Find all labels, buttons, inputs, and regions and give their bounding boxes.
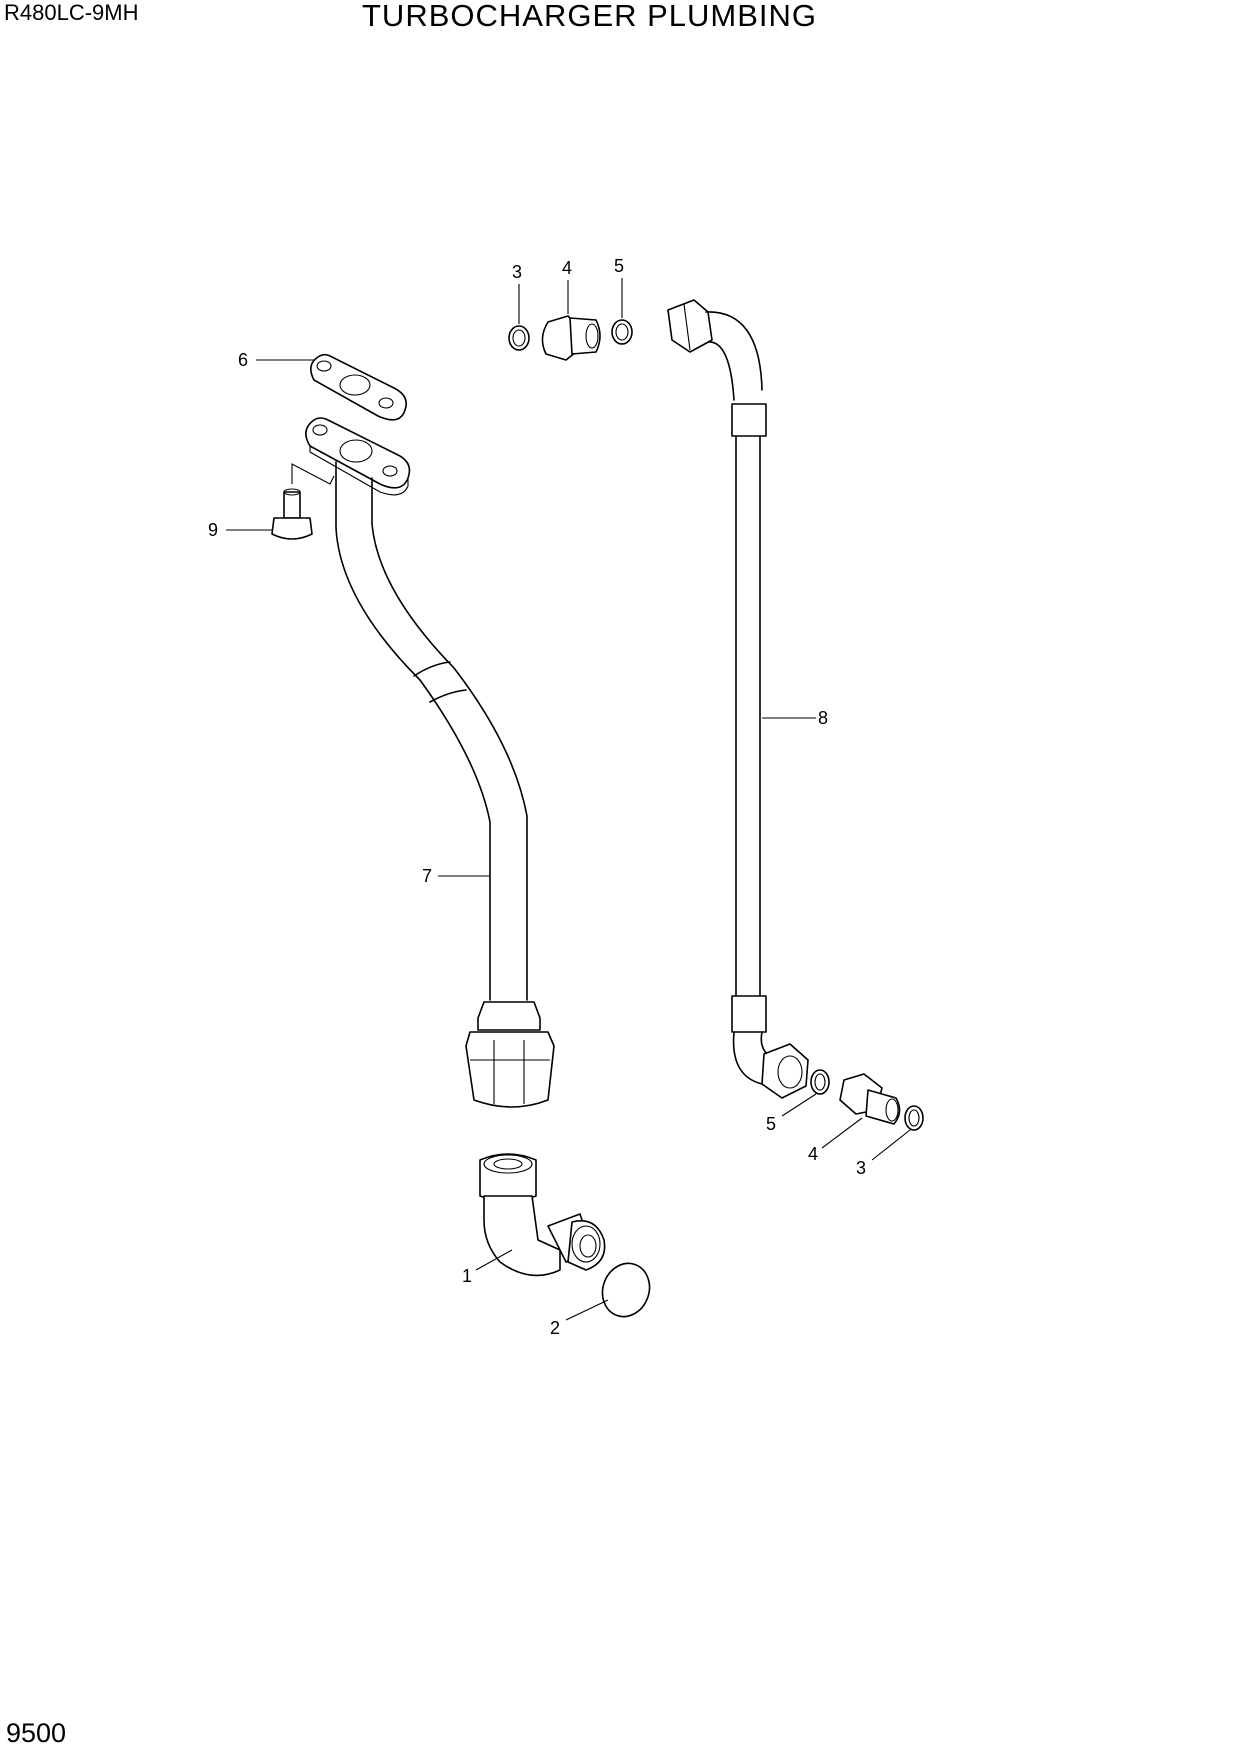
callout-3-top: 3	[512, 262, 522, 282]
callout-2: 2	[550, 1318, 560, 1338]
leader-lines	[226, 278, 911, 1321]
oil-feed-tube	[667, 299, 809, 1099]
callout-4-bottom: 4	[808, 1144, 818, 1164]
flange-bolt	[271, 463, 335, 540]
callout-4-top: 4	[562, 258, 572, 278]
callout-1: 1	[462, 1266, 472, 1286]
model-number: R480LC-9MH	[4, 0, 139, 25]
callout-5-bottom: 5	[766, 1114, 776, 1134]
o-ring	[601, 1262, 651, 1318]
callout-7: 7	[422, 866, 432, 886]
page-number: 9500	[6, 1718, 67, 1748]
bottom-o-ring	[810, 1069, 830, 1095]
callout-9: 9	[208, 520, 218, 540]
top-adapter	[541, 315, 601, 361]
callout-6: 6	[238, 350, 248, 370]
top-o-ring	[611, 319, 633, 345]
top-seal-washer	[508, 325, 530, 351]
oil-drain-tube	[305, 417, 555, 1108]
callout-5-top: 5	[614, 256, 624, 276]
page-title: TURBOCHARGER PLUMBING	[362, 0, 818, 33]
flange-gasket	[310, 353, 407, 421]
callout-8: 8	[818, 708, 828, 728]
callout-3-bottom: 3	[856, 1158, 866, 1178]
bottom-adapter	[839, 1073, 901, 1125]
bottom-seal-washer	[904, 1105, 924, 1131]
